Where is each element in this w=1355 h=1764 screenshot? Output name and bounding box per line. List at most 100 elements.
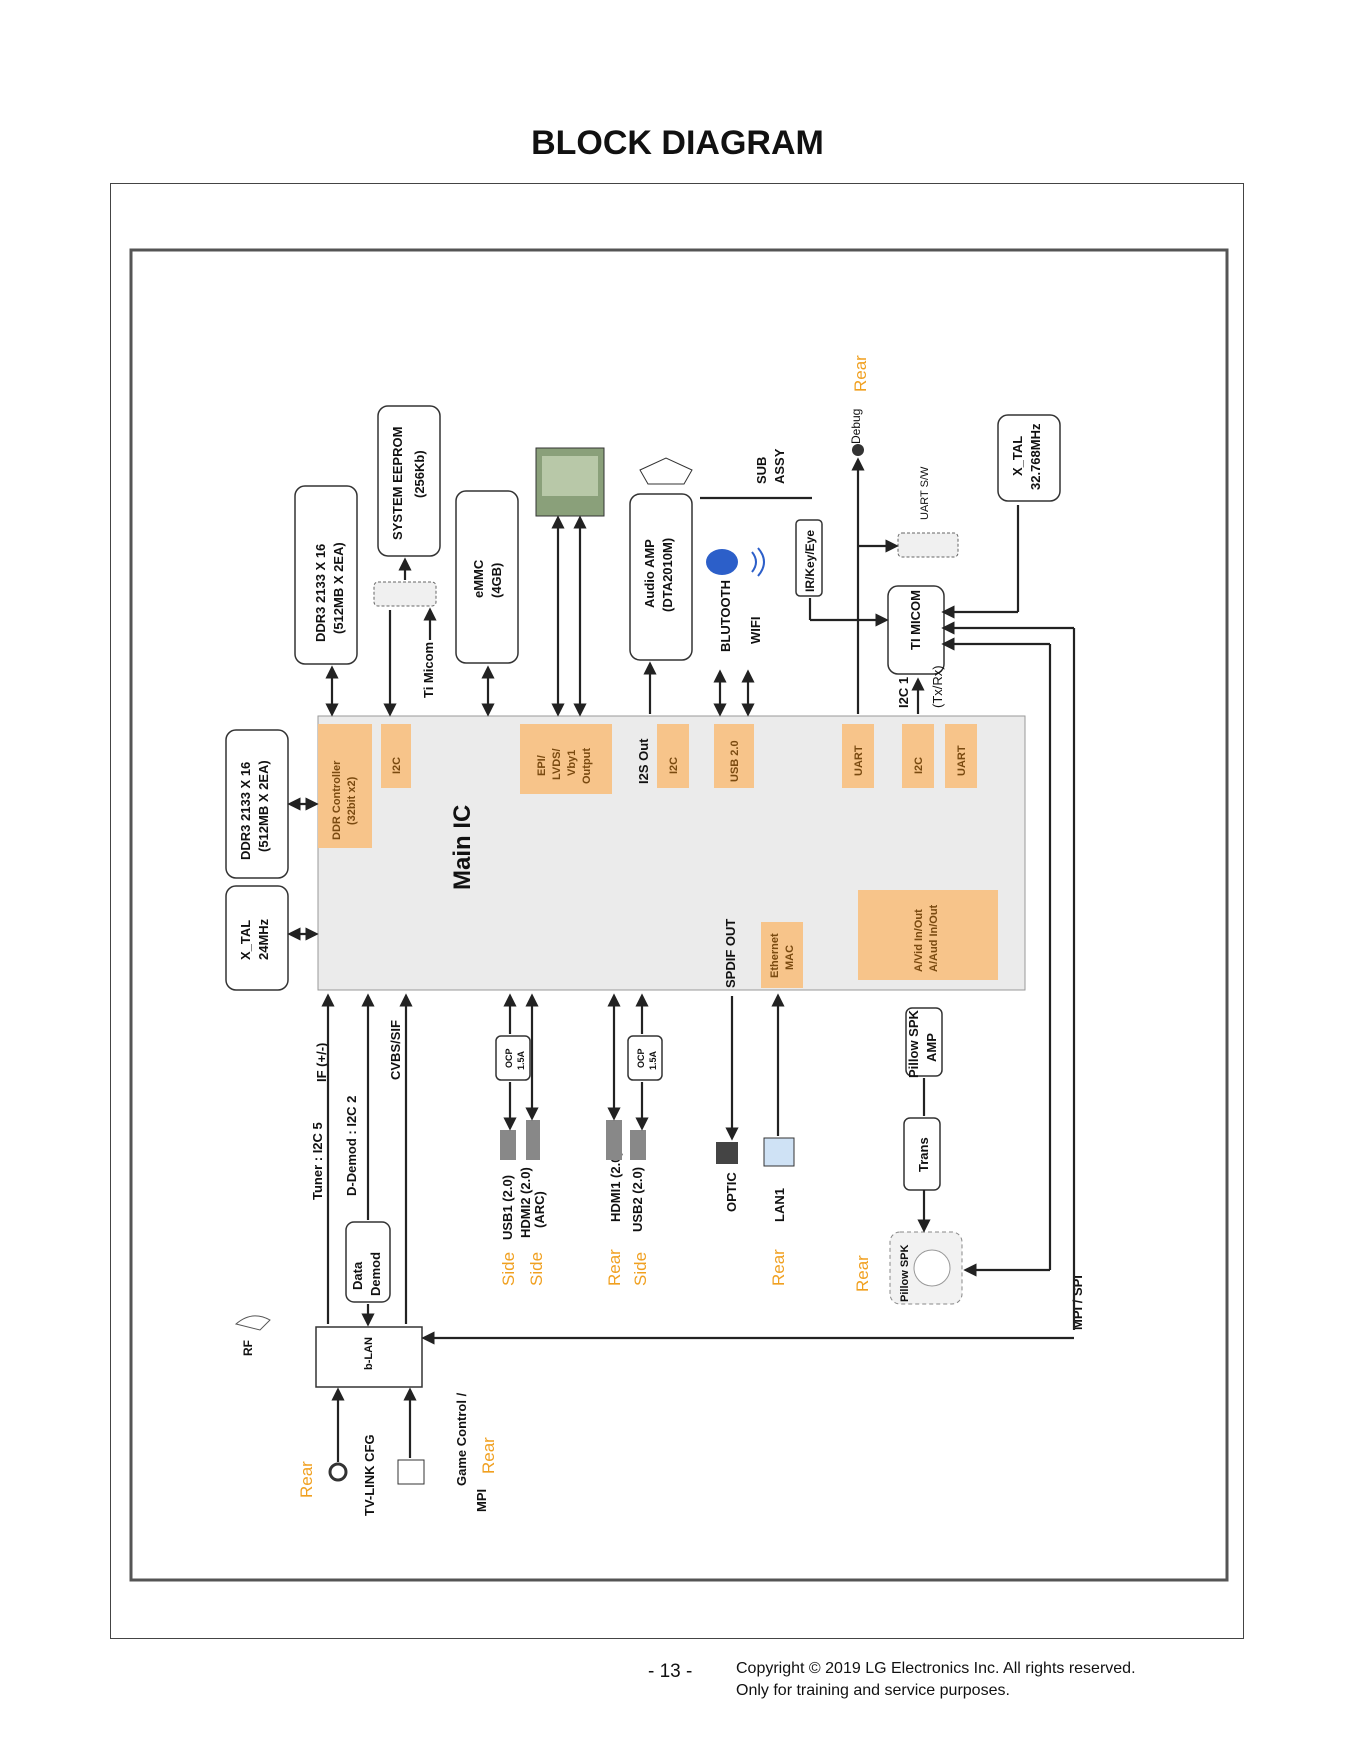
ddr-controller-block: [318, 724, 372, 848]
blan-label: b-LAN: [363, 1337, 375, 1370]
i2c1-label: I2C 1: [896, 677, 911, 708]
optic-label: OPTIC: [724, 1172, 739, 1212]
tuner-i2c-label: Tuner : I2C 5: [310, 1122, 325, 1200]
pillow-rear-label: Rear: [853, 1255, 872, 1292]
i2c-block-b: [657, 724, 689, 788]
debug-port-icon: [852, 444, 864, 456]
audio-amp-label-1: Audio AMP: [642, 539, 657, 608]
trans-box: [903, 1117, 941, 1191]
uart-b-label: UART: [956, 745, 968, 776]
ir-key-label: IR/Key/Eye: [803, 530, 817, 592]
sub-assy-label-1: SUB: [754, 457, 769, 484]
epi-label-1: EPI/: [536, 755, 548, 776]
ddr-top-label-2: (512MB X 2EA): [331, 542, 346, 634]
i2s-out-label: I2S Out: [636, 738, 651, 784]
xtal-right-box: [997, 414, 1061, 502]
emmc-label-1: eMMC: [471, 559, 486, 598]
usb-hdmi-connector-icons: [500, 1120, 646, 1160]
i2c-switch-icon: [373, 581, 437, 607]
data-demod-label-1: Data: [350, 1261, 365, 1290]
i2c-block-c: [902, 724, 934, 788]
i2c-a-label: I2C: [391, 757, 403, 774]
rf-antenna-icon: [234, 1315, 271, 1331]
ocp-label-2a: OCP: [636, 1048, 646, 1068]
i2c-b-label: I2C: [668, 757, 680, 774]
speaker-icon: [639, 457, 693, 485]
spdif-out-label: SPDIF OUT: [723, 919, 738, 988]
main-ic-blocks: [318, 724, 998, 988]
ddr-top-box: [294, 485, 358, 665]
lan1-label: LAN1: [772, 1188, 787, 1222]
usb2-label: USB2 (2.0): [630, 1167, 645, 1232]
avid-label-1: A/Vid In/Out: [913, 909, 925, 972]
pillow-amp-label-1: Pillow SPK: [906, 1009, 921, 1078]
i2c-c-label: I2C: [913, 757, 925, 774]
uart-block-a: [842, 724, 874, 788]
data-demod-label-2: Demod: [368, 1252, 383, 1296]
usb20-block: [714, 724, 754, 788]
data-demod-box: [345, 1221, 391, 1303]
copyright: Copyright © 2019 LG Electronics Inc. All…: [736, 1658, 1136, 1702]
bluetooth-label: BLUTOOTH: [718, 580, 733, 652]
emmc-label-2: (4GB): [489, 563, 504, 598]
sub-assy-label-2: ASSY: [772, 448, 787, 484]
game-label-2: MPI: [474, 1489, 489, 1512]
hdmi2-side-label: Side: [527, 1252, 546, 1286]
debug-label: Debug: [849, 409, 863, 444]
audio-amp-box: [629, 493, 693, 661]
page-title: BLOCK DIAGRAM: [531, 124, 824, 162]
emmc-box: [455, 490, 519, 664]
ddr-left-label-2: (512MB X 2EA): [256, 760, 271, 852]
uart-switch-icon: [897, 532, 959, 558]
optic-port-icon: [716, 1142, 738, 1164]
wifi-label: WIFI: [748, 617, 763, 644]
connection-lines: [287, 457, 1076, 1462]
epi-label-4: Output: [581, 748, 593, 784]
usb2-side-label: Side: [631, 1252, 650, 1286]
bluetooth-icon: [706, 547, 765, 577]
epi-output-block: [520, 724, 612, 794]
avid-block: [858, 890, 998, 980]
ti-micom-left-label: Ti Micom: [421, 642, 436, 698]
hdmi2-label-1: HDMI2 (2.0): [518, 1167, 533, 1238]
txrx-label: (Tx/Rx): [930, 665, 945, 708]
xtal-left-label-2: 24MHz: [256, 918, 271, 960]
ddemod-label: D-Demod : I2C 2: [344, 1096, 359, 1196]
eeprom-label-1: SYSTEM EEPROM: [390, 427, 405, 540]
ethernet-label-1: Ethernet: [769, 933, 781, 978]
lan-rear-label: Rear: [769, 1249, 788, 1286]
inner-frame: [129, 248, 1229, 1582]
uart-sw-label: UART S/W: [919, 466, 931, 520]
pillow-amp-label-2: AMP: [924, 1033, 939, 1062]
mpi-spi-label: MPI / SPI: [1070, 1275, 1085, 1330]
page-number: - 13 -: [648, 1661, 693, 1682]
xtal-right-label-1: X_TAL: [1010, 436, 1025, 476]
ocp-label-2b: 1.5A: [648, 1050, 658, 1070]
lan-port-icon: [763, 1137, 795, 1167]
i2c-block-a: [381, 724, 411, 788]
ti-micom-right-label: TI MICOM: [908, 590, 923, 650]
hdmi2-label-2: (ARC): [532, 1191, 547, 1228]
pillow-amp-box: [905, 1007, 943, 1077]
game-rear-label: Rear: [479, 1437, 498, 1474]
hdmi1-label: HDMI1 (2.0): [608, 1151, 623, 1222]
ocp-label-1a: OCP: [504, 1048, 514, 1068]
rf-label: RF: [241, 1340, 255, 1356]
ddr-controller-label-1: DDR Controller: [331, 760, 343, 840]
debug-rear-label: Rear: [851, 355, 870, 392]
blan-box: [315, 1326, 423, 1388]
copyright-line-2: Only for training and service purposes.: [736, 1682, 1010, 1699]
usb1-side-label: Side: [499, 1252, 518, 1286]
avid-label-2: A/Aud In/Out: [928, 904, 940, 972]
usb1-label: USB1 (2.0): [500, 1175, 515, 1240]
uart-block-b: [945, 724, 977, 788]
tvlink-icon: [328, 1462, 348, 1482]
usb20-label: USB 2.0: [729, 740, 741, 782]
eeprom-label-2: (256Kb): [412, 450, 427, 498]
trans-label: Trans: [916, 1137, 931, 1172]
game-label-1: Game Control /: [454, 1392, 469, 1486]
panel-image-icon: [535, 447, 605, 517]
copyright-line-1: Copyright © 2019 LG Electronics Inc. All…: [736, 1660, 1136, 1677]
ocp-label-1b: 1.5A: [516, 1050, 526, 1070]
